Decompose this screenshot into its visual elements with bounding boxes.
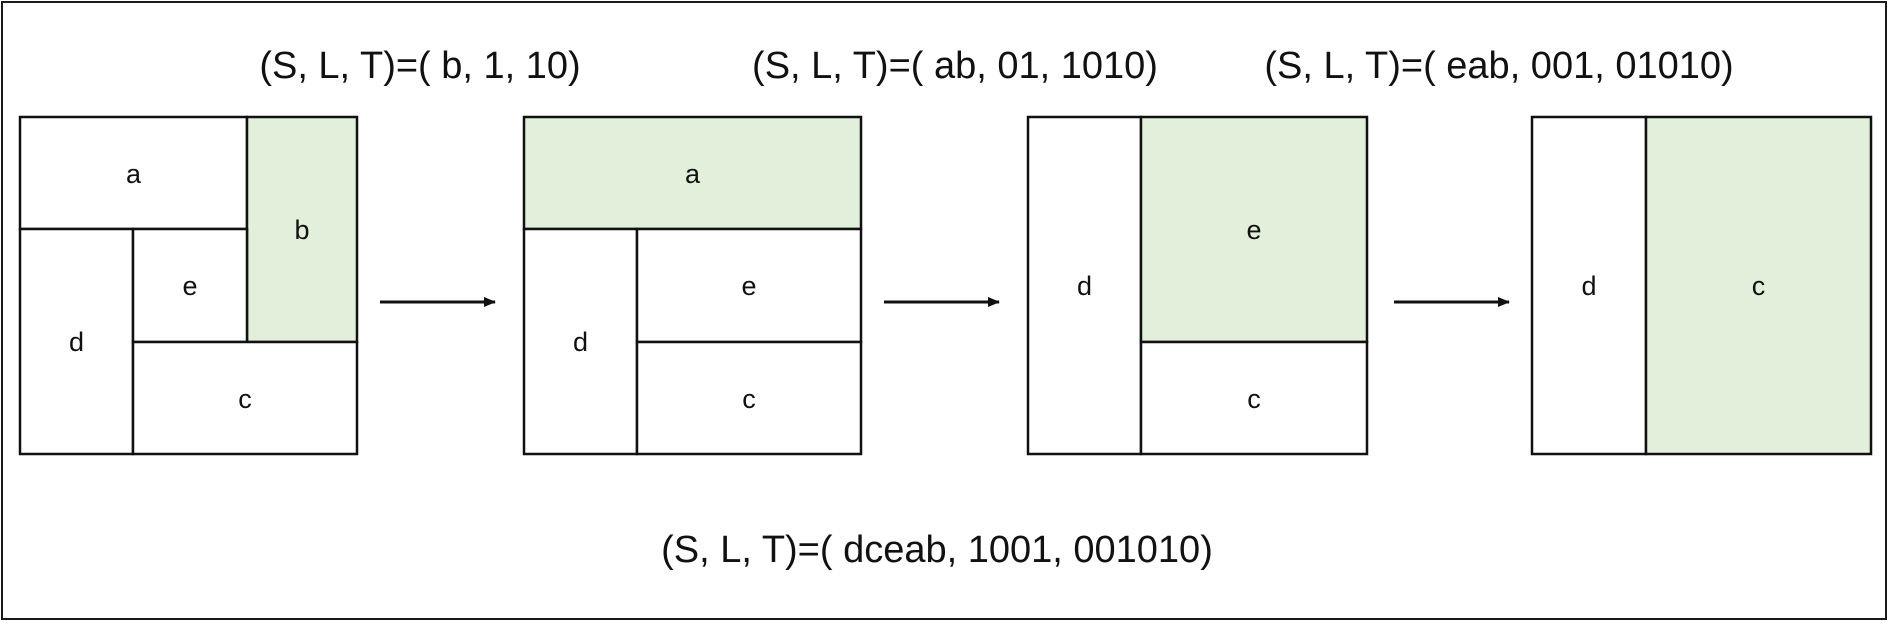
rect-label-a: a — [685, 159, 701, 189]
rect-b — [245, 115, 359, 344]
rect-label-c: c — [238, 384, 252, 414]
caption-stage-2: (S, L, T)=( ab, 01, 1010) — [752, 45, 1158, 87]
rect-label-e: e — [1246, 215, 1261, 245]
caption-final: (S, L, T)=( dceab, 1001, 001010) — [661, 529, 1213, 571]
rect-c — [635, 340, 863, 456]
rect-label-d: d — [1077, 271, 1092, 301]
rect-a — [522, 115, 863, 231]
stage-4-floorplan: d c — [1530, 115, 1873, 456]
stage-1-floorplan: a b d e c — [18, 115, 359, 456]
rect-c — [1139, 340, 1369, 456]
rect-e — [635, 227, 863, 344]
rect-label-e: e — [741, 271, 756, 301]
rect-c — [1644, 115, 1873, 456]
rect-label-d: d — [69, 327, 84, 357]
rect-e — [1139, 115, 1369, 344]
rect-label-c: c — [1247, 384, 1261, 414]
rect-label-d: d — [1581, 271, 1596, 301]
rect-label-b: b — [294, 215, 309, 245]
rect-c — [131, 340, 359, 456]
rect-label-c: c — [1752, 271, 1766, 301]
stage-3-floorplan: d e c — [1026, 115, 1369, 456]
rect-label-e: e — [182, 271, 197, 301]
rect-label-c: c — [742, 384, 756, 414]
caption-stage-1: (S, L, T)=( b, 1, 10) — [259, 45, 580, 87]
caption-stage-3: (S, L, T)=( eab, 001, 01010) — [1264, 45, 1733, 87]
rect-label-a: a — [126, 159, 142, 189]
rect-label-d: d — [573, 327, 588, 357]
rect-d — [1530, 115, 1648, 456]
rect-e — [131, 227, 249, 344]
stage-2-floorplan: a d e c — [522, 115, 863, 456]
rect-d — [522, 227, 639, 456]
